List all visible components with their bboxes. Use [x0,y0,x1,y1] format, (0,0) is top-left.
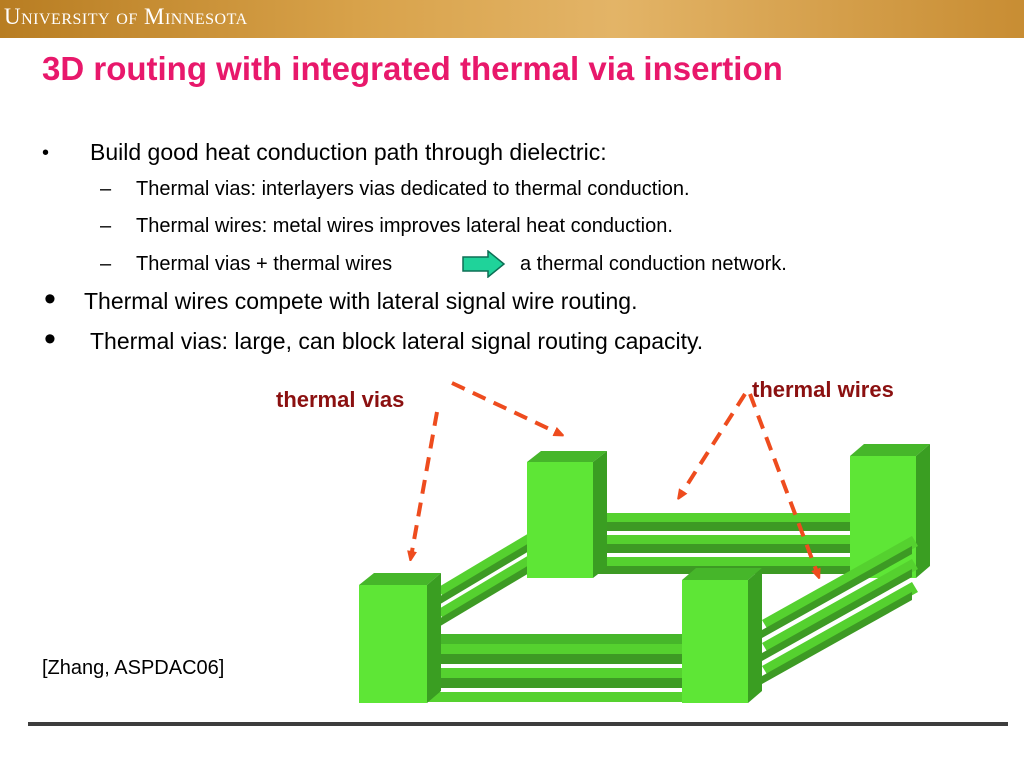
arrow-vias-to-back-left [451,381,560,434]
bullet-thermal-wires-compete: Thermal wires compete with lateral signa… [84,288,638,314]
thermal-via-back-left [527,451,607,578]
thermal-via-front-right [682,568,762,703]
wire-bundle-right [762,536,918,684]
bullet-marker: • [44,280,56,318]
university-banner: University of Minnesota [0,0,1024,38]
bullet-thermal-vias-block: Thermal vias: large, can block lateral s… [90,328,704,354]
right-arrow-icon [462,250,506,278]
sub-bullet-network-right: a thermal conduction network. [520,253,787,275]
wire-bundle-front [427,634,696,702]
arrow-wires-to-back [680,392,747,496]
sub-bullet-thermal-wires: Thermal wires: metal wires improves late… [136,215,673,237]
sub-bullet-network-left: Thermal vias + thermal wires [136,253,393,275]
bullet-marker: • [42,142,50,164]
sub-bullet-thermal-vias: Thermal vias: interlayers vias dedicated… [136,178,690,200]
thermal-via-front-left [359,573,441,703]
bullet-heat-path: Build good heat conduction path through … [90,139,607,165]
callout-arrows [411,381,818,575]
dash-marker: – [100,253,112,275]
footer-divider [28,722,1008,726]
dash-marker: – [100,178,112,200]
wire-bundle-left [437,520,558,628]
university-name: University of Minnesota [4,4,248,29]
arrow-wires-to-right [748,393,818,575]
arrow-vias-to-front-left [411,411,439,557]
dash-marker: – [100,215,112,237]
bullet-marker: • [44,320,56,358]
label-thermal-vias: thermal vias [276,387,405,412]
slide-title: 3D routing with integrated thermal via i… [42,50,783,87]
wire-bundle-back [593,513,850,574]
citation: [Zhang, ASPDAC06] [42,657,225,679]
label-thermal-wires: thermal wires [752,377,894,402]
